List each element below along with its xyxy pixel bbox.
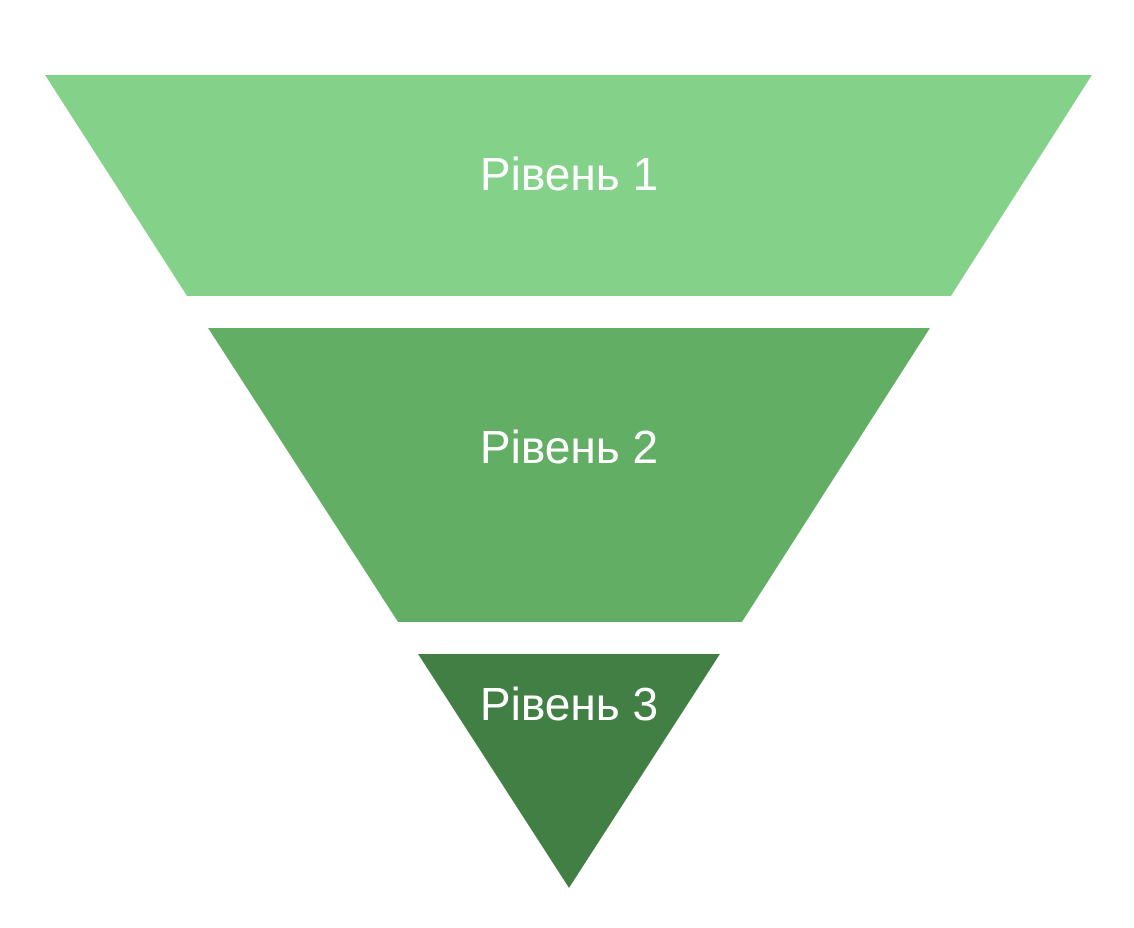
- level-3-triangle: [418, 654, 720, 888]
- level-3-label: Рівень 3: [480, 678, 658, 730]
- pyramid-level-3: Рівень 3: [418, 654, 720, 888]
- level-2-trapezoid: [208, 328, 930, 622]
- pyramid-level-1: Рівень 1: [45, 75, 1092, 296]
- level-1-label: Рівень 1: [480, 148, 658, 200]
- level-2-label: Рівень 2: [480, 421, 658, 473]
- pyramid-level-2: Рівень 2: [208, 328, 930, 622]
- level-1-trapezoid: [45, 75, 1092, 296]
